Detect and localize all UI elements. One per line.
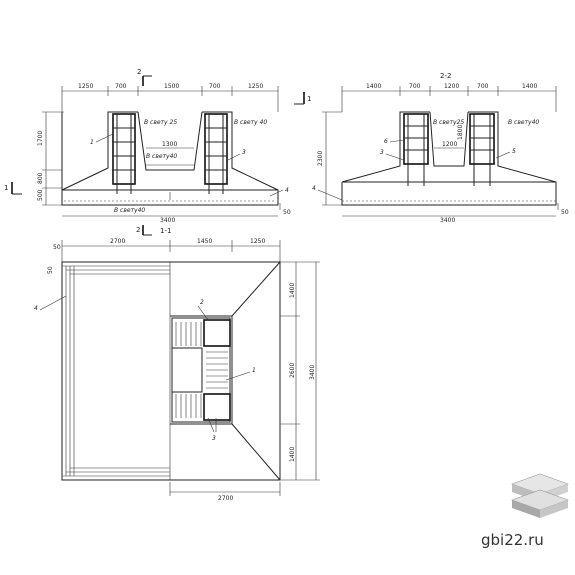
callout-1: 1: [252, 367, 256, 374]
dim-top-2: 700: [409, 83, 421, 90]
dim-top-5: 1250: [248, 83, 263, 90]
dim-top-5: 1400: [522, 83, 537, 90]
note-clear-40-inner: В свету40: [146, 153, 177, 160]
callout-4: 4: [285, 187, 289, 194]
dim-left-lower: 500: [37, 189, 44, 201]
callout-3: 3: [212, 435, 216, 442]
section-title-1-1: 1-1: [160, 227, 171, 235]
dim-bottom: 3400: [440, 217, 455, 224]
plan-view: 2700 1450 1250 50 50: [34, 238, 320, 502]
dim-left-middle: 800: [37, 172, 44, 184]
note-clear-40: В свету40: [508, 119, 539, 126]
section-2-2: 2-2 1400 700 1200 700 1400 2300: [312, 72, 569, 224]
watermark-text: gbi22.ru: [481, 531, 544, 549]
note-clear-25: В свету25: [433, 119, 464, 126]
dim-small-right: 50: [283, 209, 291, 216]
dim-top-4: 700: [477, 83, 489, 90]
dim-top-3: 1500: [164, 83, 179, 90]
inner-dim: 1300: [162, 141, 177, 148]
section-1-1: 1250 700 1500 700 1250 2 1700 800 500 1 …: [4, 68, 311, 236]
dim-top-2: 700: [115, 83, 127, 90]
cut-marker-bottom: 2: [136, 226, 140, 234]
callout-3: 3: [242, 149, 246, 156]
dim-right-total: 3400: [309, 365, 316, 380]
dim-top-2: 1450: [197, 238, 212, 245]
dim-bottom: 3400: [160, 217, 175, 224]
callout-2: 2: [200, 299, 204, 306]
dim-left-small: 50: [47, 266, 54, 274]
note-clear-25: В свету 25: [144, 119, 177, 126]
callout-6: 6: [384, 138, 388, 145]
cut-mark-right: 1: [307, 95, 311, 103]
dim-top-1: 1250: [78, 83, 93, 90]
dim-top-4: 700: [209, 83, 221, 90]
callout-1: 1: [90, 139, 94, 146]
note-bottom: В свету40: [114, 207, 145, 214]
callout-3: 3: [380, 149, 384, 156]
dim-top-small: 50: [53, 244, 61, 251]
logo-stack-icon: [511, 473, 569, 518]
dim-bottom: 2700: [218, 495, 233, 502]
dim-right-2: 2600: [289, 363, 296, 378]
dim-right-3: 1400: [289, 447, 296, 462]
dim-top-3: 1200: [444, 83, 459, 90]
dim-top-1: 1400: [366, 83, 381, 90]
dim-left-upper: 1700: [37, 131, 44, 146]
callout-4: 4: [312, 185, 316, 192]
note-clear-40: В свету 40: [234, 119, 267, 126]
dim-top-3: 1250: [250, 238, 265, 245]
cut-mark-left: 1: [4, 184, 8, 192]
dim-small-right: 50: [561, 209, 569, 216]
callout-5: 5: [512, 148, 516, 155]
cut-marker-top: 2: [137, 68, 141, 76]
dim-right-1: 1400: [289, 283, 296, 298]
section-title-2-2: 2-2: [440, 72, 451, 80]
dim-top-1: 2700: [110, 238, 125, 245]
callout-4: 4: [34, 305, 38, 312]
inner-vertical: 1800: [457, 125, 464, 140]
dim-left: 2300: [317, 151, 324, 166]
inner-dim: 1200: [442, 141, 457, 148]
